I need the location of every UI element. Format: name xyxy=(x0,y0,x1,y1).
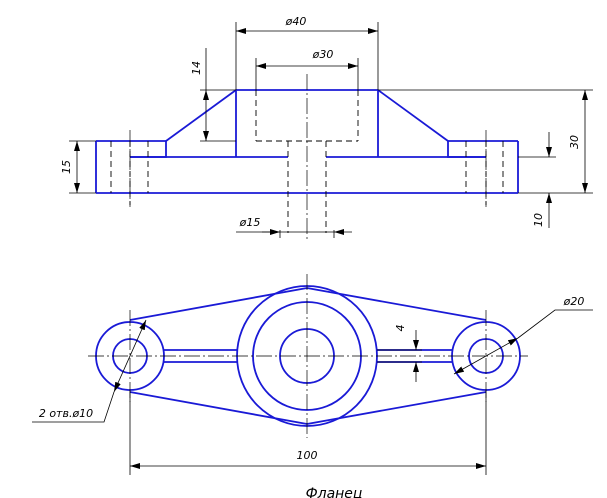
front-view-outline xyxy=(95,89,519,194)
dim-text-d20: ø20 xyxy=(563,295,585,308)
dim-text-h10: 10 xyxy=(532,213,545,227)
dim-line-holes xyxy=(113,319,147,393)
dim-text-d40: ø40 xyxy=(285,15,307,28)
dim-text-h30: 30 xyxy=(568,135,581,149)
front-view-dimension-lines xyxy=(74,28,588,235)
top-view-dimension-lines xyxy=(32,309,593,469)
dim-text-h14: 14 xyxy=(190,61,203,75)
dim-text-holes: 2 отв.ø10 xyxy=(39,407,93,420)
dim-text-d15: ø15 xyxy=(239,216,261,229)
dim-text-len100: 100 xyxy=(297,449,318,462)
front-view-center-lines xyxy=(129,74,487,240)
front-view: ø40 ø30 14 15 30 10 ø15 xyxy=(60,15,593,240)
top-view: ø20 4 2 отв.ø10 100 xyxy=(32,274,593,475)
dim-line-d20 xyxy=(453,337,519,375)
dim-leader-holes xyxy=(32,391,115,423)
top-view-center-lines xyxy=(88,274,528,438)
dim-text-w4: 4 xyxy=(394,325,407,332)
drawing-caption: Фланец xyxy=(306,486,363,498)
dim-text-d30: ø30 xyxy=(312,48,334,61)
dim-leader-d20 xyxy=(517,309,593,339)
dim-text-h15: 15 xyxy=(60,160,73,174)
